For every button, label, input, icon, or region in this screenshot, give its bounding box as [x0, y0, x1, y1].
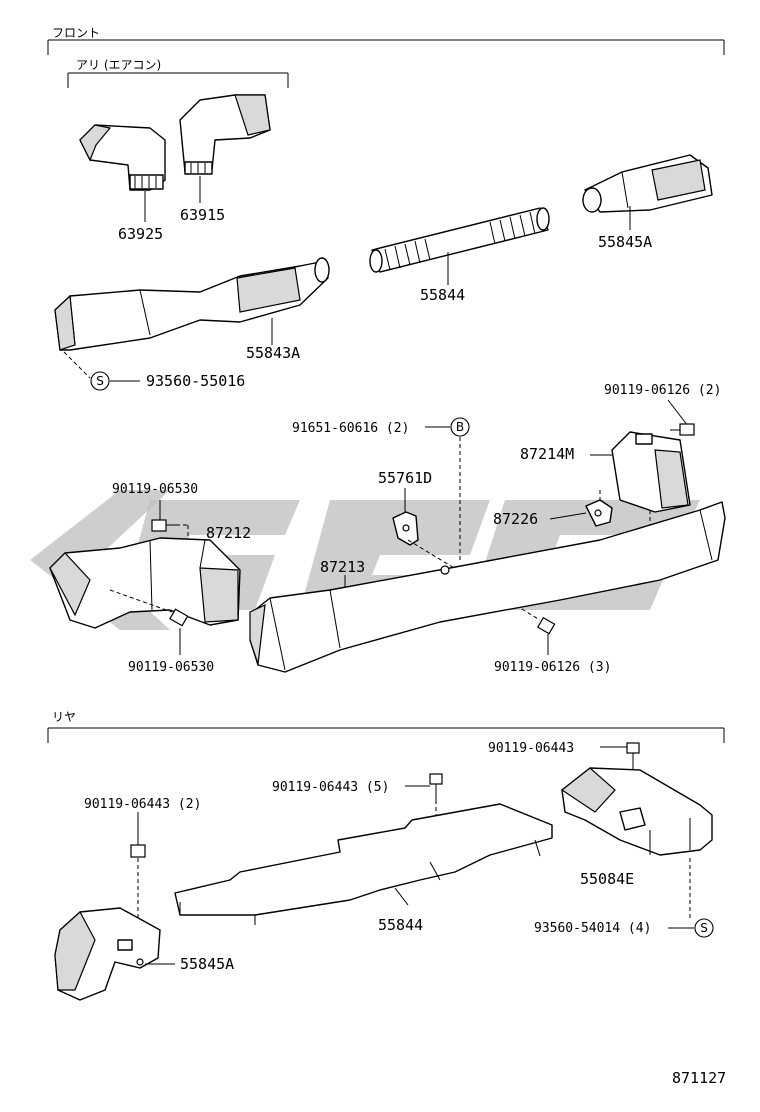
label-63925: 63925: [118, 225, 163, 243]
part-55843A-duct: [54, 257, 330, 379]
label-55084E: 55084E: [580, 870, 634, 888]
part-55845A-rear-duct: [54, 907, 175, 1001]
part-87214M-duct: [590, 431, 691, 525]
label-91651-60616-2: 91651-60616 (2): [292, 421, 409, 436]
label-55845A-rear: 55845A: [180, 955, 234, 973]
label-90119-06443-right: 90119-06443: [488, 741, 574, 756]
label-87213: 87213: [320, 558, 365, 576]
label-55844-front: 55844: [420, 286, 465, 304]
label-87214M: 87214M: [520, 445, 574, 463]
catalog-number: 871127: [672, 1069, 726, 1087]
rear-section-title: リヤ: [52, 710, 76, 724]
bolt-90119-06530-bottom: [109, 589, 189, 655]
part-63915-duct: [179, 94, 271, 203]
bolt-90119-06126-2: [667, 399, 695, 436]
part-87213-duct: [249, 501, 726, 673]
label-93560-54014-4: 93560-54014 (4): [534, 921, 651, 936]
part-55084E-duct: [560, 767, 713, 918]
rear-section-bracket: リヤ: [47, 710, 725, 743]
label-90119-06530-top: 90119-06530: [112, 482, 198, 497]
bolt-90119-06126-3: [536, 616, 556, 655]
aircon-subsection-bracket: アリ (エアコン): [67, 58, 289, 88]
svg-text:S: S: [700, 921, 708, 935]
label-90119-06126-3: 90119-06126 (3): [494, 660, 611, 675]
svg-text:S: S: [96, 374, 104, 388]
part-87212-duct: [49, 537, 241, 629]
label-55761D: 55761D: [378, 469, 432, 487]
front-section-bracket: フロント: [47, 26, 725, 55]
part-55844-rear-duct: [174, 803, 553, 925]
s-mark-front: S: [90, 371, 140, 391]
label-55845A-front: 55845A: [598, 233, 652, 251]
label-90119-06530-bottom: 90119-06530: [128, 660, 214, 675]
part-87226-clip: [549, 490, 613, 527]
b-mark: B: [425, 417, 470, 560]
front-section-title: フロント: [52, 26, 100, 40]
s-mark-rear: S: [668, 918, 714, 938]
part-55845A-front-duct: [582, 154, 713, 230]
part-63925-duct: [79, 124, 166, 222]
label-55843A: 55843A: [246, 344, 300, 362]
part-55844-front-hose: [369, 207, 550, 285]
label-90119-06126-2: 90119-06126 (2): [604, 383, 721, 398]
label-55844-rear: 55844: [378, 916, 423, 934]
label-93560-55016: 93560-55016: [146, 372, 245, 390]
label-90119-06443-5: 90119-06443 (5): [272, 780, 389, 795]
label-87226: 87226: [493, 510, 538, 528]
svg-text:B: B: [456, 420, 464, 434]
label-87212: 87212: [206, 524, 251, 542]
label-63915: 63915: [180, 206, 225, 224]
aircon-subsection-title: アリ (エアコン): [76, 58, 161, 72]
label-90119-06443-2: 90119-06443 (2): [84, 797, 201, 812]
